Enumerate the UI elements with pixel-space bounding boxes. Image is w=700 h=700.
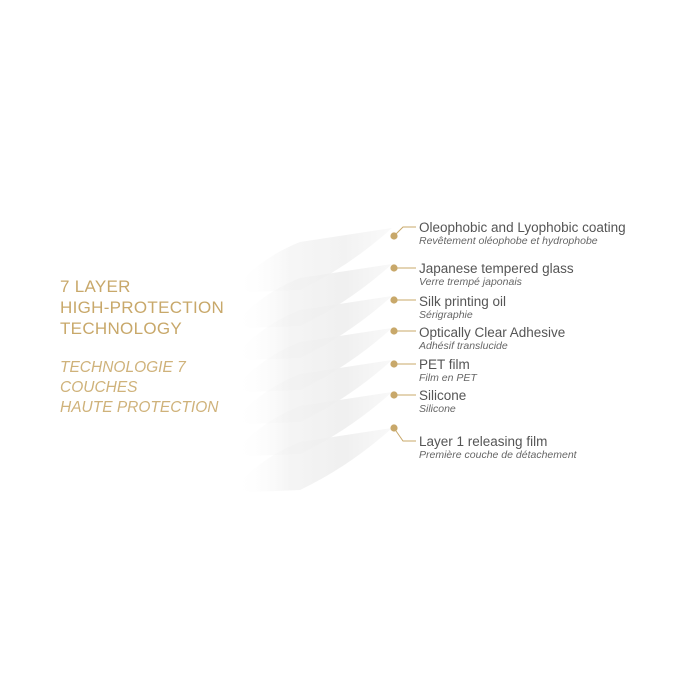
layer-sheet — [235, 392, 392, 456]
leader-line — [393, 427, 416, 442]
layer-sheet — [235, 264, 392, 328]
layer-name-en: Layer 1 releasing film — [419, 434, 548, 449]
layer-name-fr: Adhésif translucide — [419, 340, 508, 352]
heading-english-line: HIGH-PROTECTION — [60, 298, 225, 317]
layer-label-pet-film: PET film Film en PET — [419, 357, 477, 385]
layer-label-silicone: Silicone Silicone — [419, 388, 466, 416]
heading-english-line: 7 LAYER — [60, 277, 131, 296]
layer-label-oleophobic-coating: Oleophobic and Lyophobic coating Revêtem… — [419, 220, 626, 248]
layer-name-en: Optically Clear Adhesive — [419, 325, 566, 340]
layer-sheet — [235, 296, 392, 360]
heading-french: TECHNOLOGIE 7 COUCHES HAUTE PROTECTION — [60, 358, 218, 418]
heading-french-line: TECHNOLOGIE 7 — [60, 359, 186, 376]
layer-label-tempered-glass: Japanese tempered glass Verre trempé jap… — [419, 261, 574, 289]
heading-english-line: TECHNOLOGY — [60, 319, 183, 338]
heading-english: 7 LAYER HIGH-PROTECTION TECHNOLOGY — [60, 276, 224, 339]
layer-name-en: Silk printing oil — [419, 294, 507, 309]
layer-name-fr: Sérigraphie — [419, 309, 473, 321]
layer-sheet — [235, 428, 392, 492]
layer-name-en: Silicone — [419, 388, 467, 403]
layer-name-fr: Verre trempé japonais — [419, 276, 522, 288]
layer-name-fr: Film en PET — [419, 372, 477, 384]
layer-name-fr: Première couche de détachement — [419, 449, 577, 461]
layer-name-en: Oleophobic and Lyophobic coating — [419, 220, 626, 235]
layer-sheet — [235, 328, 392, 392]
layer-name-fr: Revêtement oléophobe et hydrophobe — [419, 235, 598, 247]
heading-french-line: HAUTE PROTECTION — [60, 399, 219, 416]
layer-label-releasing-film: Layer 1 releasing film Première couche d… — [419, 434, 577, 462]
layer-name-en: Japanese tempered glass — [419, 261, 574, 276]
heading-french-line: COUCHES — [60, 379, 138, 396]
layer-name-fr: Silicone — [419, 403, 456, 415]
layer-name-en: PET film — [419, 357, 470, 372]
layer-label-clear-adhesive: Optically Clear Adhesive Adhésif translu… — [419, 325, 565, 353]
layer-sheet — [235, 228, 392, 292]
leader-line — [393, 226, 416, 237]
layer-label-silk-printing: Silk printing oil Sérigraphie — [419, 294, 506, 322]
layer-sheet — [235, 360, 392, 424]
